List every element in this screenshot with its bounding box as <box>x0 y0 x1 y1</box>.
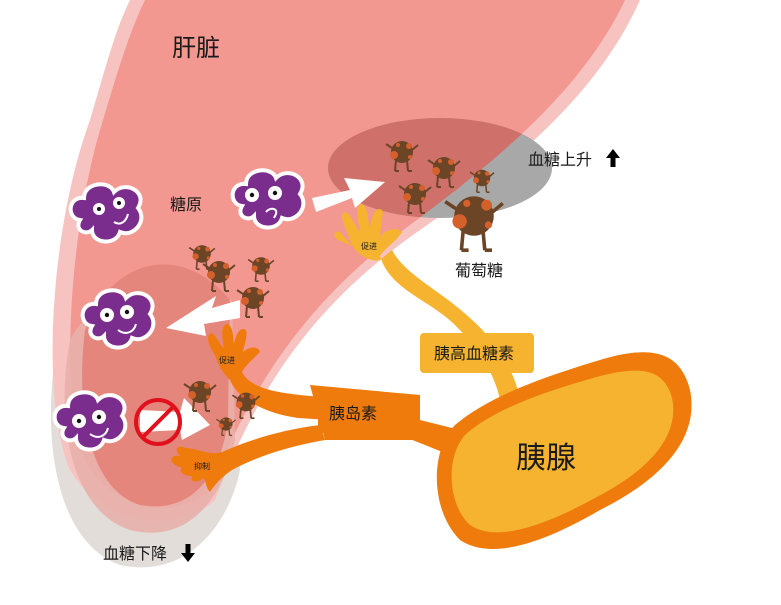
insulin-promote-label: 促进 <box>219 355 235 365</box>
blood-sugar-up-label: 血糖上升 <box>528 150 592 169</box>
liver-label: 肝脏 <box>172 34 220 62</box>
pancreas-inner <box>451 370 674 533</box>
insulin-arm-promote <box>208 324 330 420</box>
glycogen-label: 糖原 <box>170 195 202 214</box>
insulin-arm-inhibit <box>171 425 325 492</box>
blood-sugar-down-label: 血糖下降 <box>103 544 167 563</box>
glycogen-molecule <box>52 390 128 452</box>
insulin-inhibit-label: 抑制 <box>194 461 210 471</box>
glucose-to-glycogen-arrow <box>166 296 240 336</box>
glucagon-arm <box>342 204 520 400</box>
glycogen-to-glucose-arrow <box>312 178 385 212</box>
glycogen-molecule-worried <box>230 168 306 230</box>
pancreas-label: 胰腺 <box>516 441 576 476</box>
prohibit-icon <box>134 398 182 446</box>
glucose-label: 葡萄糖 <box>455 261 503 280</box>
arrow-down-icon <box>181 544 195 562</box>
insulin-box <box>318 393 400 433</box>
glycogen-molecule <box>80 288 156 350</box>
insulin-label: 胰岛素 <box>329 404 377 423</box>
arrow-up-icon <box>606 149 620 167</box>
glucagon-promote-label: 促进 <box>361 241 377 251</box>
glucagon-label: 胰高血糖素 <box>434 344 514 363</box>
glycogen-molecule <box>68 182 144 244</box>
glucagon-box <box>420 333 534 373</box>
